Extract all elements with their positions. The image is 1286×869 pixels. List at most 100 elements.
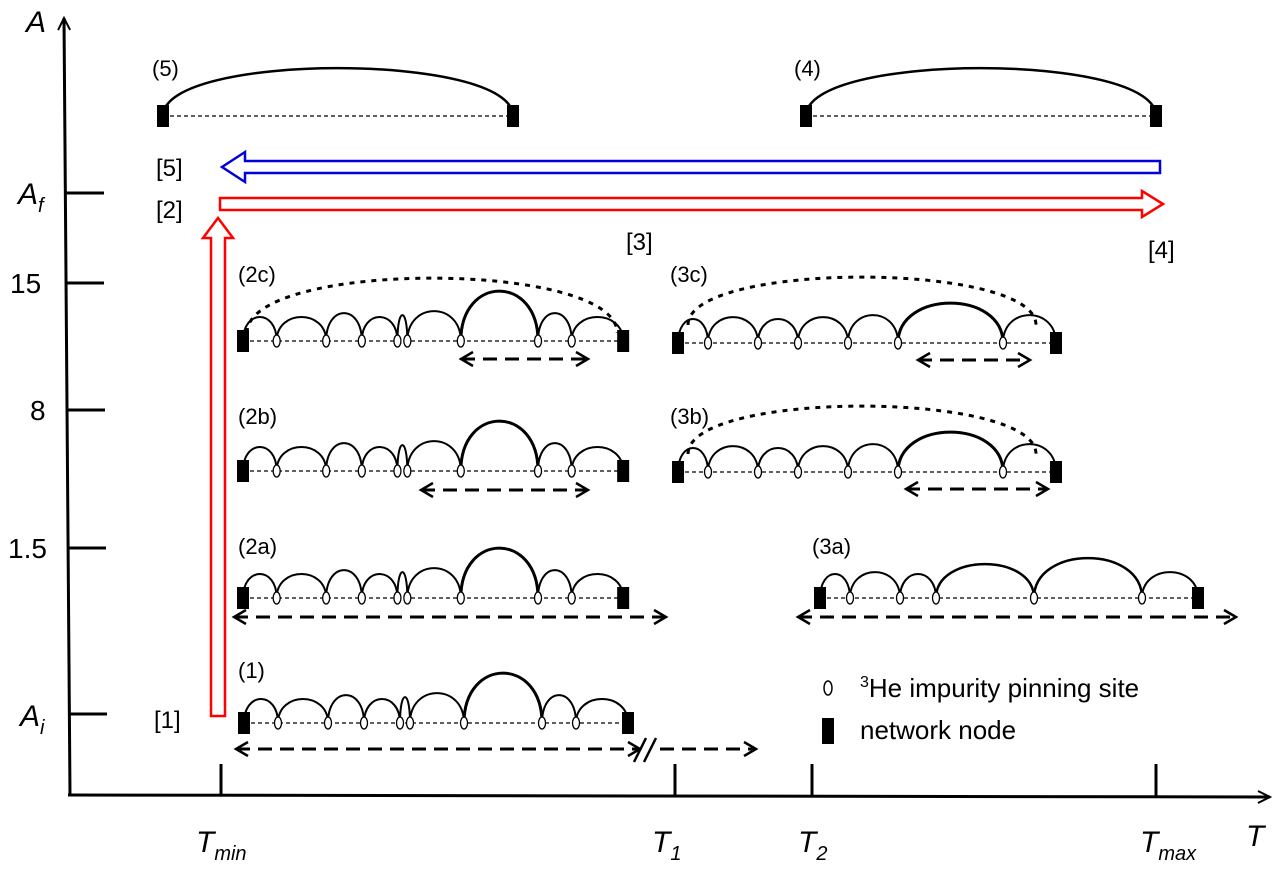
string-2c-node-right (617, 330, 630, 352)
string-3c-pin (703, 336, 713, 350)
string-3c-pin (893, 336, 903, 350)
string-2a-pin (322, 591, 331, 605)
string-1-pin (273, 716, 283, 730)
y-tick-label-ai: Ai (18, 700, 45, 739)
x-axis (67, 795, 1270, 797)
string-2c-node-left (237, 330, 249, 352)
string-3a-arc (849, 571, 901, 599)
string-1-pin (395, 716, 405, 730)
string-3b-pin (843, 465, 853, 479)
string-2a-pin (403, 591, 412, 605)
string-3a-span-arrow-head-right (1223, 608, 1239, 626)
path-point-3: [3] (626, 229, 653, 256)
y-tick-label-8: 8 (30, 395, 46, 426)
y-axis (64, 18, 72, 796)
string-1-span-arrow-head-left (233, 740, 249, 758)
string-3c-arc (797, 316, 849, 344)
string-2c-arc (275, 316, 328, 342)
panel-label-2c: (2c) (238, 262, 276, 287)
string-2b-arc (275, 446, 328, 472)
string-3c-arc (757, 318, 799, 344)
string-3a (795, 557, 1239, 626)
panel-label-5: (5) (152, 56, 179, 81)
string-1-arc (327, 694, 365, 724)
string-2c (237, 276, 630, 368)
string-2a-arc (570, 573, 625, 599)
string-2c-span-arrow-head-left (458, 350, 474, 368)
string-3c-arc (847, 314, 899, 344)
string-2c-arc (459, 289, 540, 342)
string-2a-span-arrow-head-right (653, 608, 669, 626)
string-4-arc (804, 66, 1158, 117)
string-1-pin (571, 716, 581, 730)
string-3c (672, 275, 1062, 369)
string-1-arc (462, 671, 544, 724)
string-3a-node-right (1192, 587, 1204, 609)
string-2a-arc (406, 567, 462, 599)
string-3a-arc (899, 573, 937, 599)
string-1-arc (399, 696, 411, 724)
string-2a-span-arrow-head-left (231, 608, 247, 626)
string-2a-pin (456, 591, 465, 605)
string-2c-pin (456, 334, 465, 348)
axes: A T Af 15 8 1.5 Ai Tmin T1 T2 Tmax (8, 6, 1270, 865)
panel-labels: (1) (2a) (2b) (2c) (3a) (3b) (3c) (4) (5… (152, 56, 851, 683)
string-3a-arc (1141, 571, 1199, 599)
string-2c-pin (322, 334, 331, 348)
string-2c-pin (272, 334, 281, 348)
string-2b-node-left (237, 460, 249, 482)
y-tick-label-af: Af (16, 178, 46, 217)
string-5-arc (161, 66, 515, 117)
string-1-span-arrow-ext-head-right (743, 740, 759, 758)
string-1-pin (405, 716, 415, 730)
string-2a-pin (533, 591, 543, 605)
panel-label-3c: (3c) (670, 262, 708, 287)
string-2b-arc (325, 442, 363, 472)
string-3b-arc (896, 430, 1005, 473)
string-2c-arc (396, 314, 409, 342)
string-2b-span-arrow-head-right (575, 481, 591, 499)
panel-label-2b: (2b) (238, 404, 277, 429)
path-point-4: [4] (1148, 237, 1175, 264)
string-3b (672, 404, 1062, 498)
y-axis-symbol: A (24, 6, 46, 39)
y-tick-label-1.5: 1.5 (8, 533, 47, 564)
string-3b-pin (893, 465, 903, 479)
string-2b-arc (360, 446, 399, 472)
string-2c-pin (567, 334, 576, 348)
string-3b-span-arrow-head-right (1035, 480, 1051, 498)
string-2b-pin (456, 464, 465, 478)
path-point-1: [1] (154, 707, 181, 734)
legend: 3He impurity pinning site network node (822, 673, 1139, 745)
string-3c-pin (843, 336, 853, 350)
legend-node-icon (822, 718, 834, 744)
string-2c-arc (360, 316, 399, 342)
string-2c-pin (533, 334, 543, 348)
legend-impurity-label: 3He impurity pinning site (860, 673, 1139, 703)
string-2a-arc (275, 573, 328, 599)
string-3b-span-arrow-head-left (903, 480, 919, 498)
x-tick-label-tmin: Tmin (196, 826, 247, 865)
string-2b-span-arrow-head-left (418, 481, 434, 499)
string-1 (233, 671, 759, 763)
string-5 (157, 66, 519, 127)
string-5-node-right (507, 105, 519, 127)
string-2c-arc (537, 312, 573, 342)
string-3b-arc (797, 445, 849, 473)
string-1-node-left (238, 712, 250, 734)
string-3c-arc (1002, 314, 1057, 344)
string-2a-pin (272, 591, 281, 605)
x-tick-label-t2: T2 (798, 826, 827, 865)
x-tick-label-t1: T1 (652, 826, 681, 865)
string-3b-pin (703, 465, 713, 479)
heating-arrow-vertical (200, 215, 236, 718)
string-2b-arc (459, 419, 540, 472)
string-2b (237, 419, 630, 499)
y-tick-label-15: 15 (10, 268, 41, 299)
string-3c-pin (793, 336, 803, 350)
string-2c-arc (570, 316, 625, 342)
legend-node-label: network node (860, 715, 1016, 745)
string-3b-pin (793, 465, 803, 479)
x-axis-symbol: T (1246, 820, 1267, 853)
string-2a-pin (567, 591, 576, 605)
